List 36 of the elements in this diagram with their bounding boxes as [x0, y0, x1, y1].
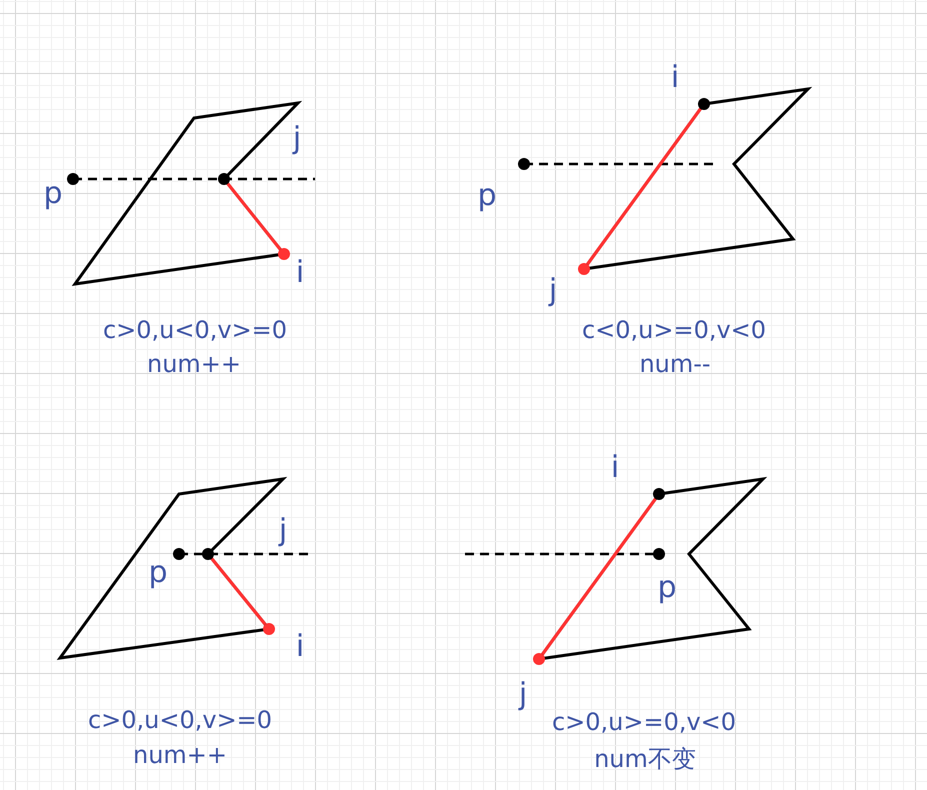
result-text: num-- — [639, 352, 711, 376]
point-label: j — [518, 680, 528, 710]
point-dot-icon — [653, 548, 665, 560]
point-label: p — [148, 558, 168, 588]
condition-text: c>0,u<0,v>=0 — [102, 318, 288, 342]
point-label: i — [670, 62, 680, 93]
condition-text: c>0,u<0,v>=0 — [88, 708, 272, 732]
result-text: num++ — [146, 352, 242, 376]
vertex-dot-icon — [578, 263, 590, 275]
point-dot-icon — [67, 173, 79, 185]
result-text: num++ — [132, 742, 228, 767]
point-label: p — [477, 180, 497, 211]
point-label: i — [610, 452, 620, 483]
highlighted-edge-segment — [226, 182, 282, 250]
vertex-dot-icon — [202, 548, 214, 560]
point-label: j — [548, 276, 558, 306]
point-dot-icon — [518, 158, 530, 170]
point-label: i — [296, 632, 304, 662]
vertex-dot-icon — [653, 488, 665, 500]
vertex-dot-icon — [278, 248, 290, 260]
highlighted-edge-segment — [586, 108, 702, 266]
point-label: j — [292, 124, 302, 154]
point-label: j — [278, 516, 288, 546]
condition-text: c<0,u>=0,v<0 — [582, 318, 766, 342]
point-label: p — [43, 178, 63, 209]
point-label: i — [296, 258, 304, 288]
condition-text: c>0,u>=0,v<0 — [552, 710, 736, 734]
vertex-dot-icon — [698, 98, 710, 110]
highlighted-edge-segment — [541, 498, 657, 656]
vertex-dot-icon — [218, 173, 230, 185]
point-label: p — [657, 572, 677, 603]
highlighted-edge-segment — [210, 558, 266, 626]
vertex-dot-icon — [263, 623, 275, 635]
vertex-dot-icon — [533, 653, 545, 665]
point-dot-icon — [173, 548, 185, 560]
result-text: num不变 — [594, 746, 696, 771]
